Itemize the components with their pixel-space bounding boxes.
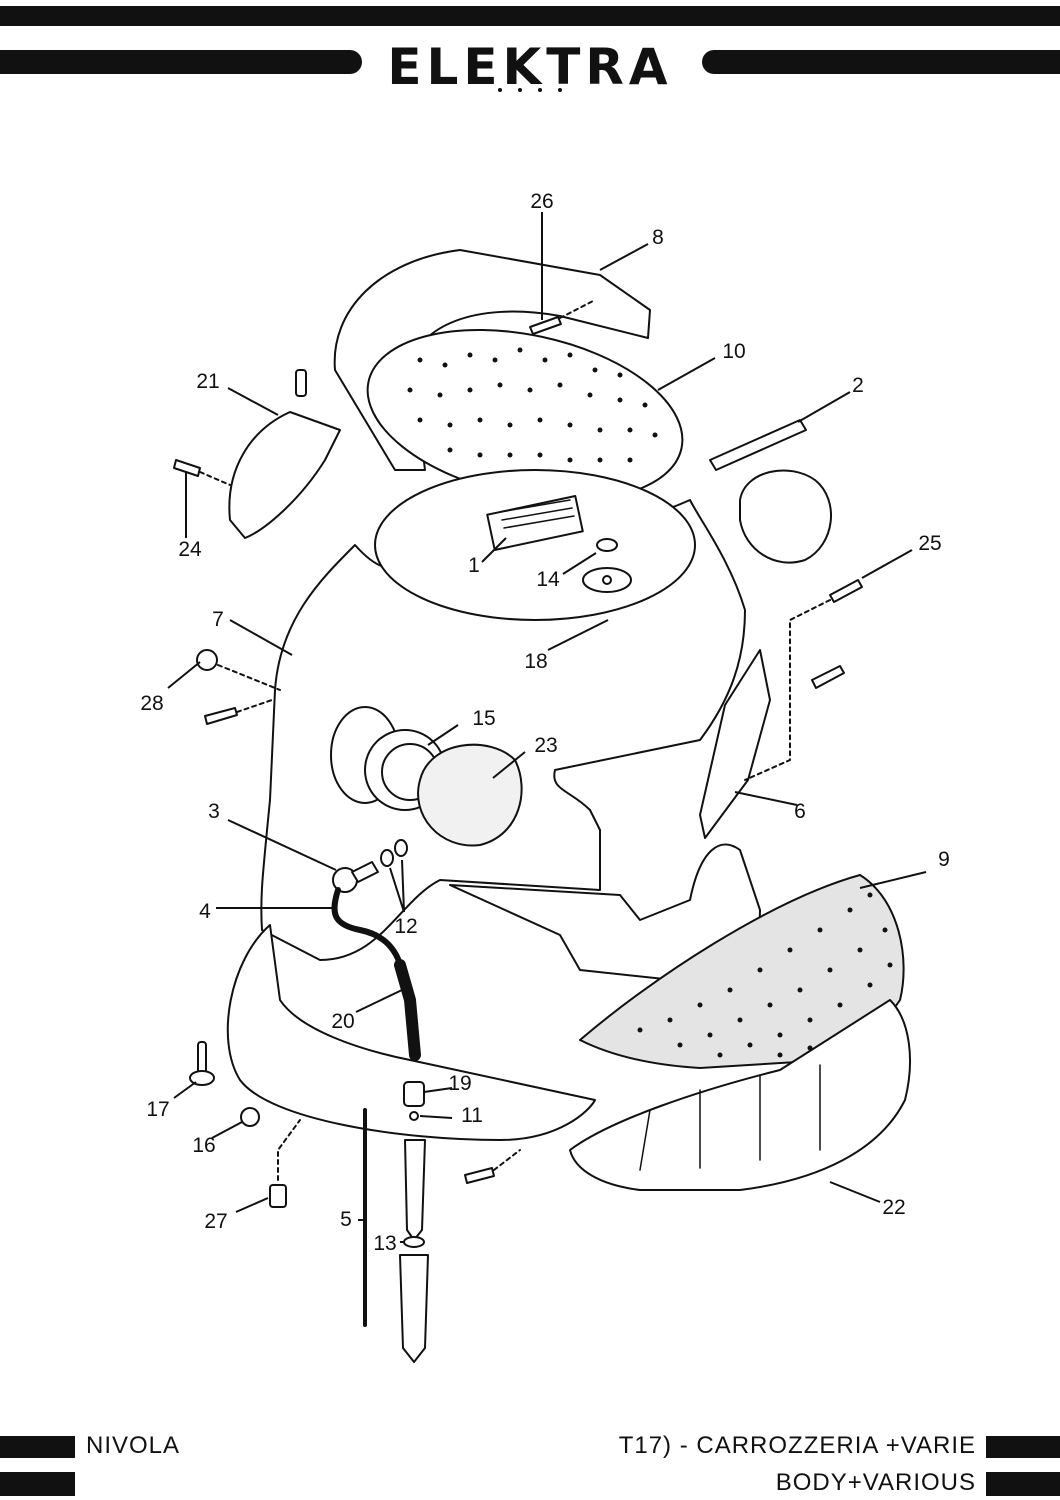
header-top-bar bbox=[0, 6, 1060, 26]
part-12-seal bbox=[380, 849, 394, 867]
callout-19: 19 bbox=[448, 1072, 471, 1095]
callout-13: 13 bbox=[373, 1232, 396, 1255]
header-left-bar bbox=[0, 50, 362, 74]
model-name: NIVOLA bbox=[86, 1432, 181, 1459]
part-5-steam-wand bbox=[404, 1139, 426, 1241]
part-9-drip-grid bbox=[579, 874, 905, 1069]
callout-28: 28 bbox=[140, 692, 163, 715]
callout-9: 9 bbox=[938, 848, 950, 871]
part-19-nut bbox=[403, 1081, 425, 1107]
part-18-inner-panel bbox=[374, 469, 696, 621]
part-21-screw bbox=[295, 369, 307, 397]
logo-dots bbox=[496, 88, 566, 96]
callout-4: 4 bbox=[199, 900, 211, 923]
part-20-sleeve bbox=[394, 959, 421, 1061]
part-26-screw bbox=[529, 316, 562, 335]
part-24-screw bbox=[173, 459, 201, 477]
callout-24: 24 bbox=[178, 538, 202, 561]
callout-27: 27 bbox=[204, 1210, 227, 1233]
part-21-side-cap bbox=[228, 411, 341, 539]
callout-11: 11 bbox=[461, 1104, 483, 1127]
part-17-foot bbox=[189, 1070, 215, 1086]
part-11-ring bbox=[409, 1111, 419, 1121]
callout-23: 23 bbox=[534, 734, 557, 757]
part-25-screw-lower bbox=[811, 665, 845, 689]
callout-26: 26 bbox=[530, 190, 553, 213]
callout-8: 8 bbox=[652, 226, 664, 249]
part-28-cap bbox=[196, 649, 218, 671]
callout-2: 2 bbox=[852, 374, 864, 397]
part-23-gauge-cover bbox=[417, 743, 523, 847]
part-2-bracket bbox=[709, 419, 807, 471]
callout-1: 1 bbox=[468, 554, 480, 577]
callout-15: 15 bbox=[472, 707, 495, 730]
callout-25: 25 bbox=[918, 532, 941, 555]
part-25-screw bbox=[829, 579, 863, 603]
part-6-side-panel bbox=[699, 649, 771, 839]
part-5-wand-tip bbox=[399, 1254, 429, 1363]
part-17-stem bbox=[197, 1041, 207, 1075]
footer-left-bar-bottom bbox=[0, 1472, 75, 1496]
part-28-screw bbox=[204, 707, 238, 725]
part-4-pipe bbox=[331, 887, 406, 978]
lamp-housing bbox=[739, 469, 832, 564]
footer-right-bar-bottom bbox=[986, 1472, 1060, 1496]
callout-numbers: 26 8 10 21 2 24 1 14 25 7 18 28 15 23 3 … bbox=[140, 190, 950, 1255]
brand-logo: ELEKTRA bbox=[387, 38, 673, 96]
table-subtitle: BODY+VARIOUS bbox=[775, 1469, 976, 1496]
callout-3: 3 bbox=[208, 800, 220, 823]
callout-18: 18 bbox=[524, 650, 547, 673]
part-27-nut bbox=[269, 1184, 287, 1208]
callout-20: 20 bbox=[331, 1010, 354, 1033]
callout-12: 12 bbox=[394, 915, 417, 938]
table-title: T17) - CARROZZERIA +VARIE bbox=[618, 1432, 976, 1459]
footer-left-bar-top bbox=[0, 1436, 75, 1458]
callout-21: 21 bbox=[196, 370, 219, 393]
part-16-knob bbox=[240, 1107, 260, 1127]
callout-17: 17 bbox=[146, 1098, 169, 1121]
grid-logo-pattern bbox=[637, 892, 893, 1058]
callout-10: 10 bbox=[722, 340, 745, 363]
part-14-knob bbox=[596, 538, 618, 552]
part-12-seal-b bbox=[394, 839, 408, 857]
part-13-ring bbox=[403, 1236, 425, 1248]
callout-16: 16 bbox=[192, 1134, 215, 1157]
header-right-bar bbox=[702, 50, 1060, 74]
leader-lines bbox=[167, 212, 927, 1243]
callout-6: 6 bbox=[794, 800, 806, 823]
callout-5: 5 bbox=[340, 1208, 352, 1231]
part-22-drip-tray bbox=[569, 999, 911, 1191]
callout-22: 22 bbox=[882, 1196, 905, 1219]
callout-7: 7 bbox=[212, 608, 224, 631]
footer-right-bar-top bbox=[986, 1436, 1060, 1458]
callout-14: 14 bbox=[536, 568, 560, 591]
base-lower-shell bbox=[226, 924, 596, 1141]
